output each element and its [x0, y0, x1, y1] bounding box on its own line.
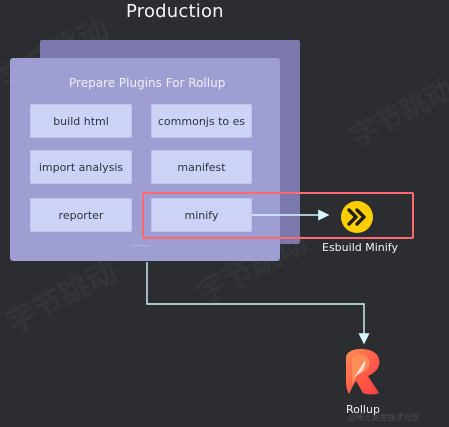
plugin-reporter: reporter	[30, 198, 132, 232]
esbuild-logo-icon	[341, 201, 373, 233]
rollup-label: Rollup	[346, 403, 380, 416]
plugins-title: Prepare Plugins For Rollup	[69, 76, 226, 90]
plugins-to-rollup-arrow	[146, 262, 370, 345]
plugin-commonjs-to-es: commonjs to es	[151, 104, 252, 138]
minify-highlight-box	[142, 192, 414, 239]
rollup-logo-icon-graphic	[346, 348, 380, 395]
diagram-title: Production	[126, 1, 224, 22]
esbuild-minify-label: Esbuild Minify	[322, 241, 398, 254]
esbuild-logo-icon-graphic	[342, 202, 372, 232]
plugin-build-html: build html	[30, 104, 132, 138]
more-plugins-ellipsis: ......	[132, 239, 151, 248]
plugin-import-analysis: import analysis	[30, 150, 132, 184]
plugin-manifest: manifest	[151, 150, 252, 184]
rollup-logo-icon	[344, 348, 384, 396]
watermark-footer: @稀土掘金技术社区	[348, 413, 420, 422]
plugin-minify: minify	[151, 198, 252, 232]
